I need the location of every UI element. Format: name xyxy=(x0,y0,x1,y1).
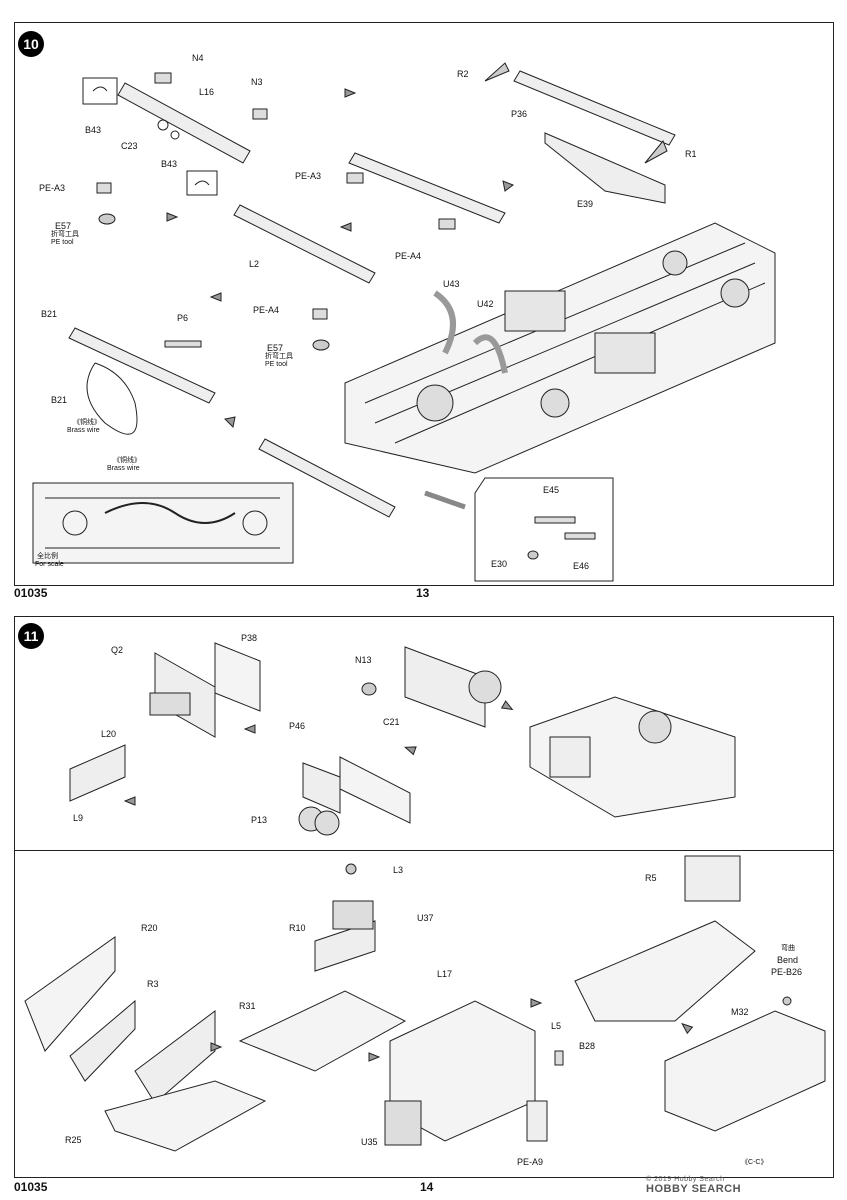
watermark-brand: HOBBY SEARCH xyxy=(646,1183,742,1195)
part-label-r25: R25 xyxy=(65,1135,82,1145)
bend-en: Bend xyxy=(777,955,799,965)
step-11-bottom-drawing xyxy=(24,855,826,1152)
part-label-e45: E45 xyxy=(543,485,560,495)
part-label-b28: B28 xyxy=(579,1041,596,1051)
part-label-pe-a9: PE-A9 xyxy=(517,1157,544,1167)
part-label-l17: L17 xyxy=(437,969,453,979)
part-label-e46: E46 xyxy=(573,561,590,571)
pe-tool-en-left: PE tool xyxy=(51,239,74,246)
section-cc: 《C-C》 xyxy=(741,1159,768,1166)
step-11-panel-top: 11 Q2 P38 L20 L9 P46 P13 N13 C21 xyxy=(14,616,834,852)
step-10-badge: 10 xyxy=(18,31,44,57)
brass-wire-cn: 《铜线》 xyxy=(73,419,101,426)
page-13-number: 13 xyxy=(416,586,430,600)
part-label-n3: N3 xyxy=(251,77,263,87)
part-label-l9: L9 xyxy=(73,813,84,823)
part-label-e30: E30 xyxy=(491,559,508,569)
part-label-r10: R10 xyxy=(289,923,306,933)
pe-tool-cn-bottom: 折弯工具 xyxy=(265,353,293,360)
part-label-p13: P13 xyxy=(251,815,268,825)
scale-cn: 全比例 xyxy=(37,553,58,560)
part-label-r20: R20 xyxy=(141,923,158,933)
part-label-r3: R3 xyxy=(147,979,159,989)
page-14-code: 01035 xyxy=(14,1180,48,1194)
part-label-r31: R31 xyxy=(239,1001,256,1011)
scale-en: For scale xyxy=(35,561,64,568)
part-label-p6: P6 xyxy=(177,313,189,323)
part-label-pe-a4-mid: PE-A4 xyxy=(395,251,422,261)
bend-cn: 弯曲 xyxy=(781,945,795,952)
brass-wire-en: Brass wire xyxy=(67,427,100,434)
part-label-b43-top: B43 xyxy=(85,125,102,135)
part-label-n4: N4 xyxy=(192,53,204,63)
page-13-code: 01035 xyxy=(14,586,48,600)
part-label-r5: R5 xyxy=(645,873,657,883)
part-label-u35: U35 xyxy=(361,1137,378,1147)
part-label-p38: P38 xyxy=(241,633,258,643)
scale-wire-cn: 《铜线》 xyxy=(113,457,141,464)
part-label-b43-bottom: B43 xyxy=(161,159,178,169)
step-11-badge: 11 xyxy=(18,623,44,649)
part-label-q2: Q2 xyxy=(111,645,124,655)
hobby-search-watermark: © 2019 Hobby Search HOBBY SEARCH xyxy=(646,1176,741,1195)
step-10-drawing xyxy=(32,62,776,582)
part-label-u43: U43 xyxy=(443,279,460,289)
part-label-l5: L5 xyxy=(551,1021,562,1031)
part-label-l20: L20 xyxy=(101,729,117,739)
part-label-u42: U42 xyxy=(477,299,494,309)
part-label-l2: L2 xyxy=(249,259,260,269)
part-label-p36: P36 xyxy=(511,109,528,119)
part-label-pe-b26: PE-B26 xyxy=(771,967,803,977)
scale-wire-en: Brass wire xyxy=(107,465,140,472)
page-14-number: 14 xyxy=(420,1180,434,1194)
part-label-pe-a4-bottom: PE-A4 xyxy=(253,305,280,315)
part-label-l16: L16 xyxy=(199,87,215,97)
part-label-m32: M32 xyxy=(731,1007,749,1017)
watermark-prefix: © 2019 Hobby Search xyxy=(646,1176,725,1183)
pe-tool-en-bottom: PE tool xyxy=(265,361,288,368)
part-label-c21: C21 xyxy=(383,717,400,727)
part-label-e39: E39 xyxy=(577,199,594,209)
part-label-c23: C23 xyxy=(121,141,138,151)
part-label-e57-bottom: E57 xyxy=(267,343,284,353)
part-label-p46: P46 xyxy=(289,721,306,731)
part-label-pe-a3-mid: PE-A3 xyxy=(295,171,322,181)
step-11-panel-bottom: R20 R3 R31 R25 L3 U37 R10 L17 L5 U35 PE-… xyxy=(14,850,834,1178)
part-label-r2: R2 xyxy=(457,69,469,79)
part-label-l3: L3 xyxy=(393,865,404,875)
part-label-b21-top: B21 xyxy=(41,309,58,319)
part-label-b21-bottom: B21 xyxy=(51,395,68,405)
part-label-pe-a3-left: PE-A3 xyxy=(39,183,66,193)
part-label-r1: R1 xyxy=(685,149,697,159)
part-label-u37: U37 xyxy=(417,913,434,923)
step-11-top-drawing xyxy=(69,642,736,836)
part-label-n13: N13 xyxy=(355,655,372,665)
pe-tool-cn-left: 折弯工具 xyxy=(51,231,79,238)
part-label-e57-left: E57 xyxy=(55,221,72,231)
step-10-panel: 10 xyxy=(14,22,834,586)
